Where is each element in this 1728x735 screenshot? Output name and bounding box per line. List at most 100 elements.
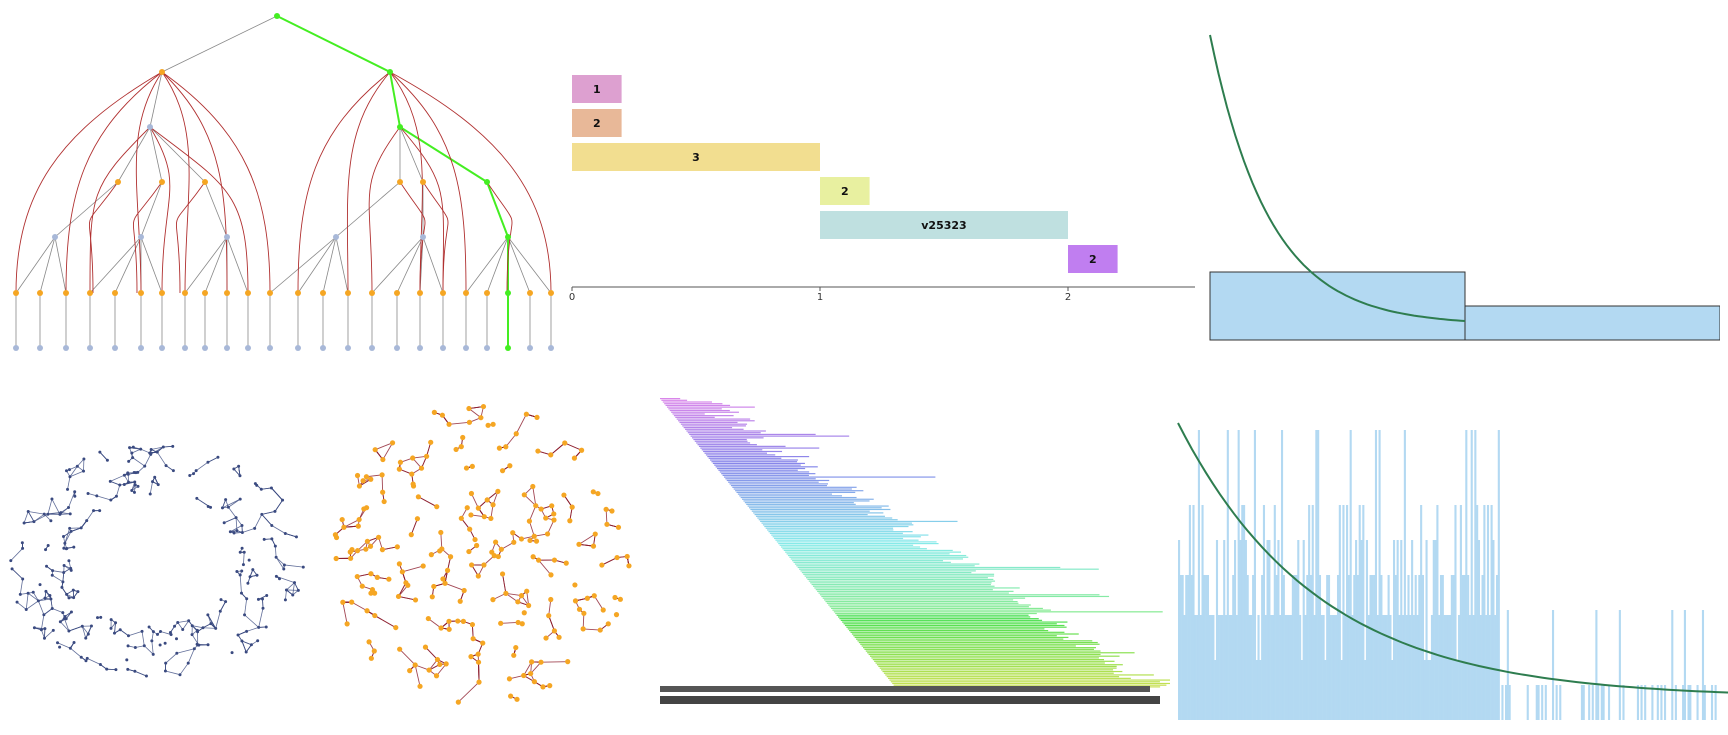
timeline-bar-label: 2 [841, 185, 849, 198]
rainbow-bar [854, 636, 1069, 639]
network-node [438, 529, 444, 536]
network-node [235, 529, 239, 533]
network-node [547, 683, 553, 689]
network-node [605, 621, 611, 627]
network-node [127, 459, 131, 463]
network-node [548, 596, 554, 603]
histogram-bar [1311, 505, 1314, 720]
network-node [478, 415, 484, 421]
network-node [95, 494, 99, 498]
network-node [151, 480, 155, 484]
network-node [364, 538, 371, 544]
rainbow-bar [730, 485, 827, 487]
timeline-tick-label: 1 [817, 292, 823, 303]
histogram-bar [1481, 575, 1484, 720]
network-edge [26, 600, 39, 610]
network-edge [38, 600, 45, 615]
network-edge [523, 494, 537, 507]
timeline-bar [572, 75, 622, 103]
network-edge [246, 627, 259, 632]
histogram-bar [1407, 575, 1410, 720]
network-edge [149, 481, 153, 495]
tree-edge [297, 236, 337, 294]
rainbow-bar [711, 461, 798, 463]
network-node [21, 546, 25, 550]
network-node [567, 518, 573, 524]
network-edge [141, 631, 145, 646]
histogram-bar [1591, 685, 1594, 720]
tree-edge [465, 236, 509, 294]
tree-node [138, 234, 144, 240]
histogram-bar [1259, 660, 1262, 720]
rainbow-bar [779, 544, 914, 546]
histogram-bar [1508, 685, 1511, 720]
network-node [475, 659, 482, 665]
network-node [447, 554, 454, 560]
network-edge [44, 630, 54, 639]
histogram-bar [1394, 575, 1397, 720]
network-node [36, 599, 40, 603]
network-node [599, 562, 605, 568]
rainbow-bar [875, 662, 1105, 664]
network-node [458, 444, 464, 450]
network-edge [532, 486, 537, 506]
network-edge [425, 646, 438, 660]
network-node [236, 633, 240, 637]
tree-arc [65, 71, 163, 294]
network-node [460, 434, 466, 441]
histogram-bar [1438, 615, 1441, 720]
histogram-bar [1205, 575, 1208, 720]
network-node [521, 672, 527, 679]
histogram-bar [1443, 615, 1446, 720]
network-node [164, 464, 168, 468]
tree-edge [140, 181, 163, 238]
histogram-bar [1297, 540, 1300, 720]
histogram-bar [1291, 575, 1294, 720]
tree-leaf-node [63, 290, 69, 296]
histogram-bar [1434, 540, 1437, 720]
network-node [249, 643, 253, 647]
network-node [347, 549, 353, 555]
network-node [386, 576, 392, 582]
tree-leaf-node [112, 345, 118, 351]
network-edge [24, 521, 35, 524]
tree-leaf-node [548, 290, 554, 296]
network-edge [548, 599, 552, 616]
network-node [105, 667, 109, 671]
network-node [548, 452, 554, 458]
network-node [530, 483, 536, 490]
rainbow-bar [864, 648, 1094, 650]
histogram-bar [1360, 540, 1363, 720]
histogram-bar [1187, 575, 1190, 720]
histogram-bar [1467, 575, 1470, 720]
network-edge [578, 533, 596, 545]
network-node [417, 683, 423, 689]
tree-edge [335, 181, 401, 238]
rainbow-bar [861, 645, 1076, 647]
tree-leaf-node [345, 290, 351, 296]
histogram-bar [1495, 575, 1499, 720]
network-node [409, 471, 415, 477]
histogram-bar [1551, 610, 1555, 720]
network-node [540, 684, 546, 690]
network-edge [131, 448, 141, 454]
network-node [615, 524, 622, 530]
rainbow-bar [836, 614, 1029, 616]
network-edge [81, 626, 87, 639]
rainbow-bar [753, 512, 884, 514]
network-node [397, 459, 404, 465]
network-node [133, 483, 137, 487]
histogram-bar [1400, 540, 1403, 720]
network-node [209, 505, 213, 509]
network-node [590, 489, 596, 495]
tree-arc [422, 181, 449, 294]
network-edge [129, 447, 141, 450]
network-node [79, 526, 83, 530]
network-edge [286, 582, 295, 591]
network-node [360, 478, 366, 484]
network-edge [375, 442, 393, 451]
network-node [49, 597, 53, 601]
network-node [51, 569, 55, 573]
network-node [412, 662, 418, 668]
tree-arc [368, 126, 401, 294]
